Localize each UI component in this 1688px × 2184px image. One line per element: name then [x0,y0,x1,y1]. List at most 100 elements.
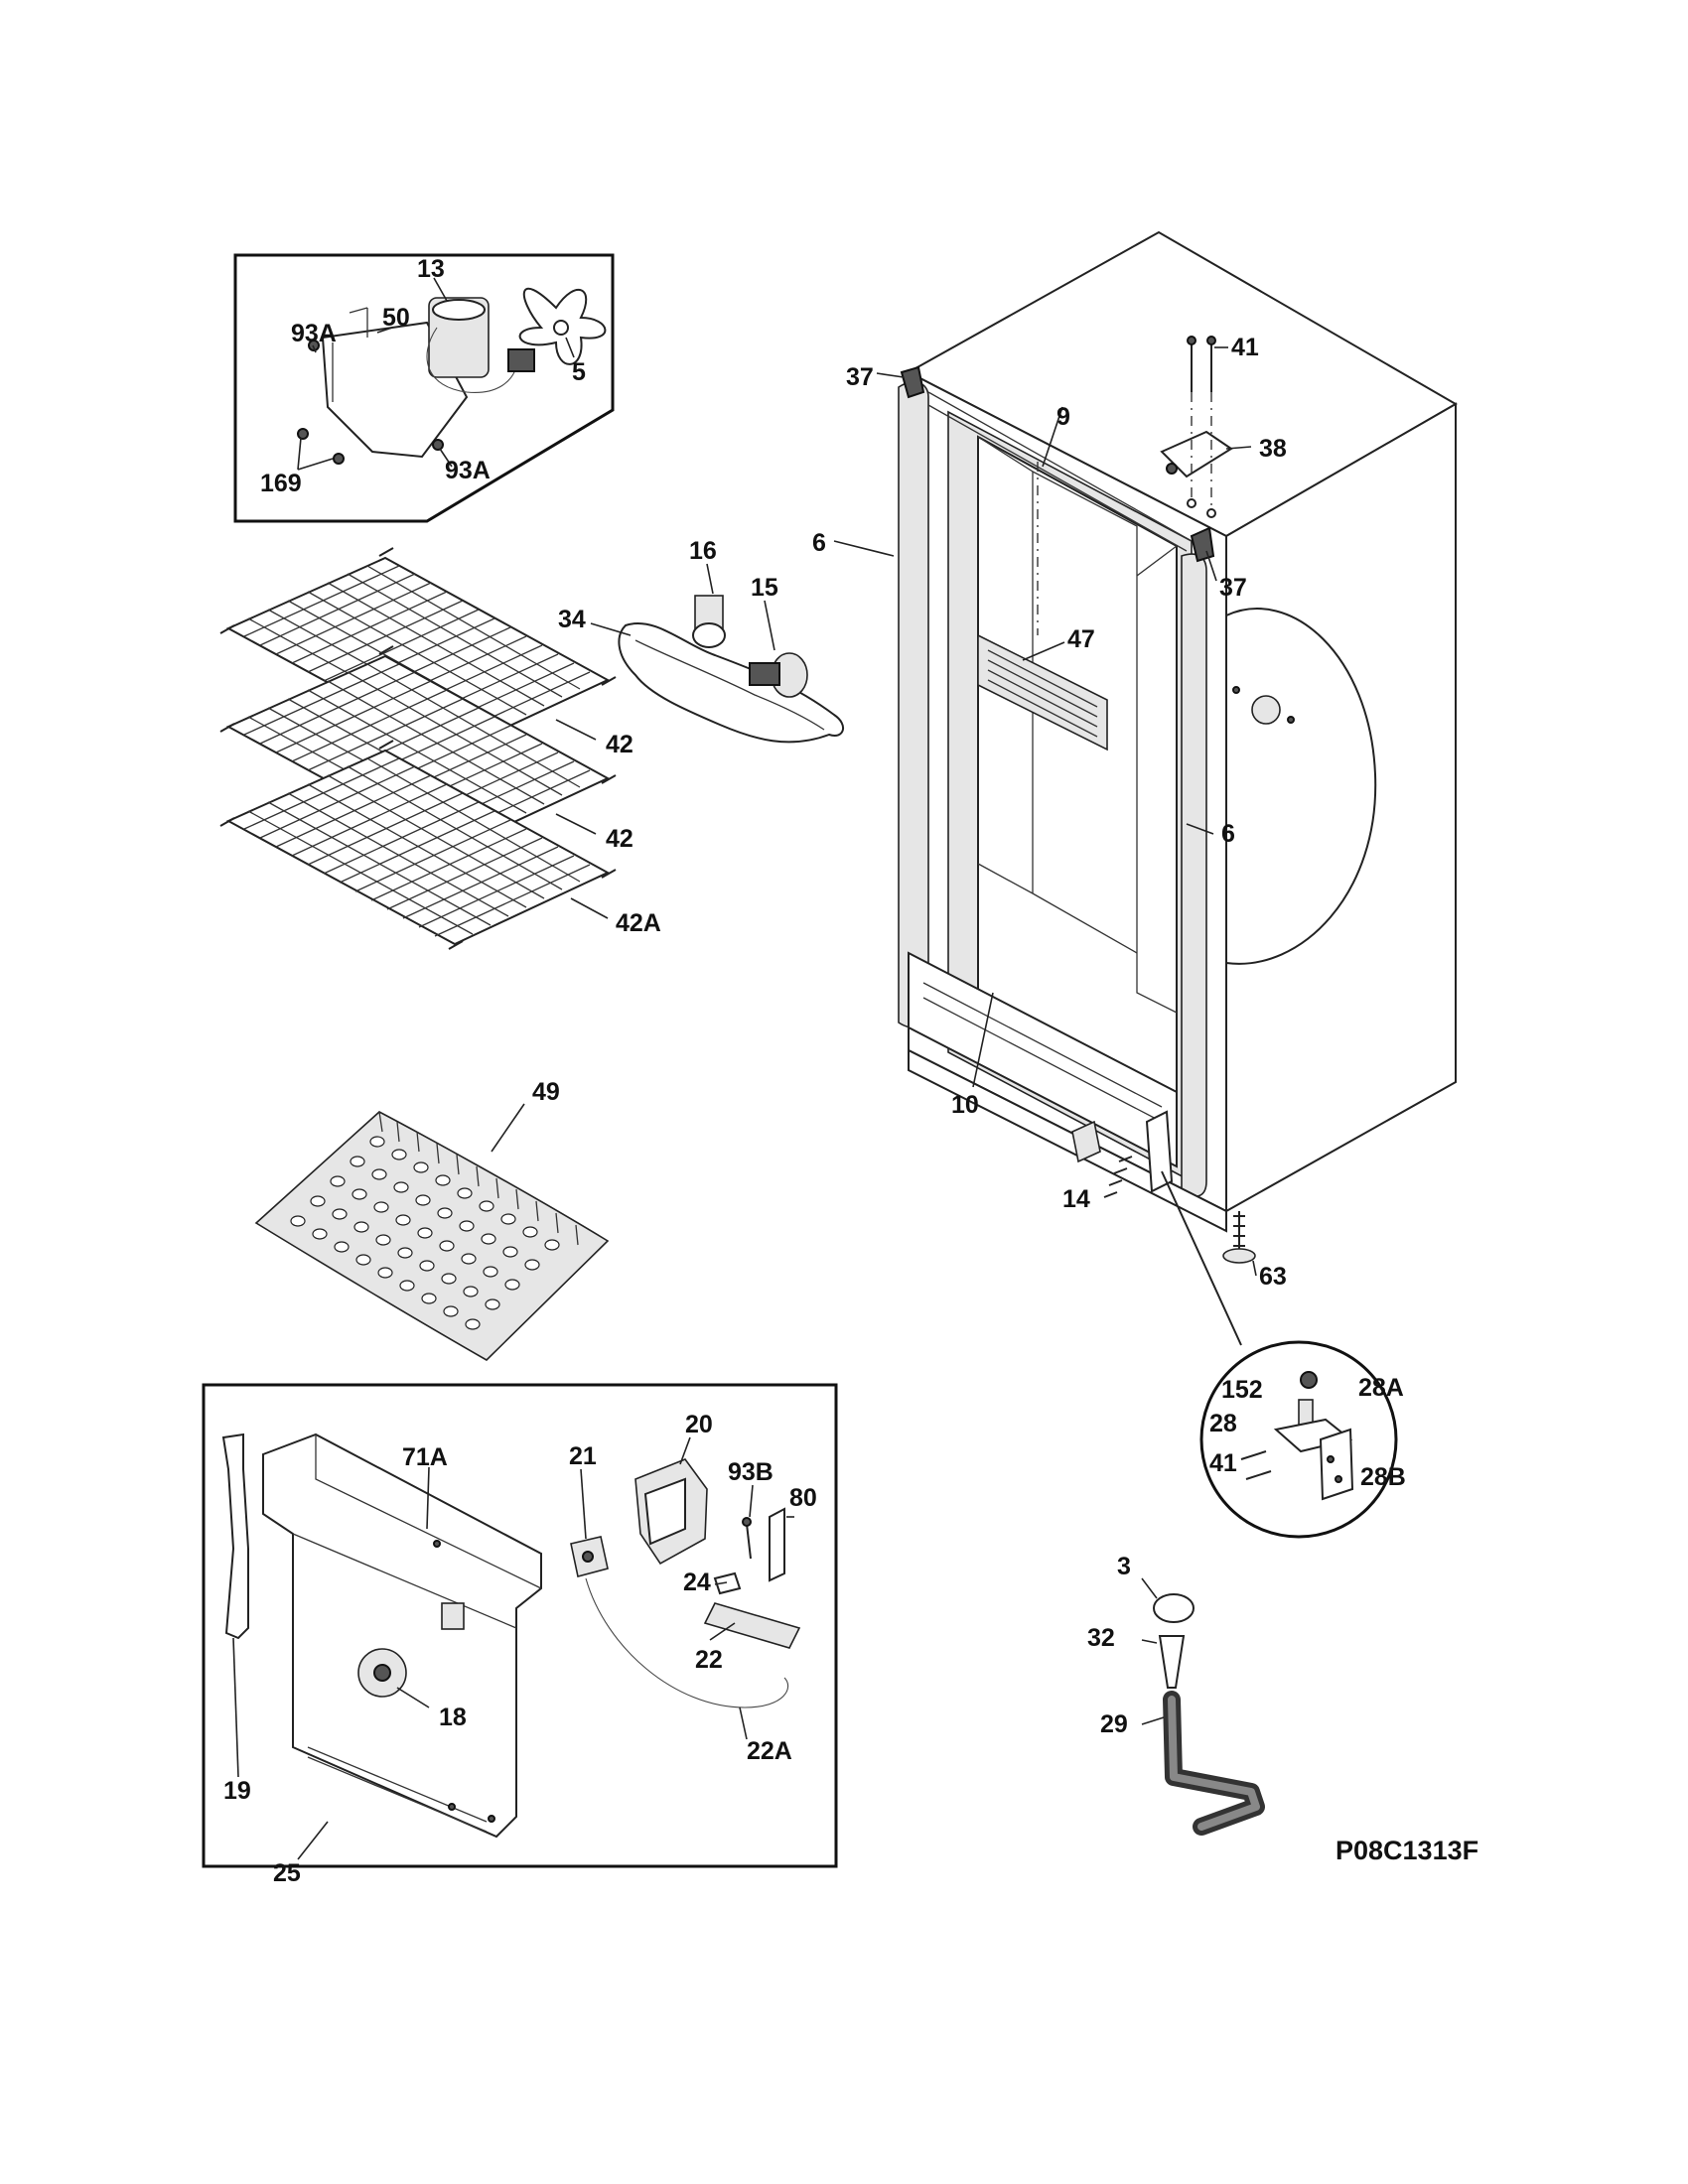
rear-panel-inset: 71A 20 21 93B 80 24 22 18 22A 19 25 [202,1383,838,1887]
callout-37-left: 37 [846,363,874,391]
leader-5 [565,337,575,358]
drawing-number: P08C1313F [1336,1836,1478,1865]
callout-50: 50 [382,304,410,332]
callout-18: 18 [439,1704,467,1731]
bottom-hinge [1145,1110,1174,1193]
callout-71a: 71A [402,1443,448,1471]
leveling-leg [1233,1211,1245,1251]
bulb-base [749,662,780,686]
callout-42a: 42A [616,909,661,937]
corner-cap-right [1190,526,1215,563]
leader-13 [433,277,448,302]
callout-152: 152 [1221,1376,1263,1404]
leader-49 [491,1103,525,1153]
basket-holes [290,1136,560,1330]
heater-wire [585,1577,789,1708]
screw-169-a [297,428,309,440]
callout-22: 22 [695,1646,723,1674]
leader-29 [1141,1716,1165,1725]
leader-169 [297,437,334,471]
detail-connector [1161,1170,1242,1346]
leader-6-left [833,540,895,557]
callout-13: 13 [417,255,445,283]
callout-49: 49 [532,1078,560,1106]
fan-motor-inset: 13 50 93A 5 169 93A [233,253,615,523]
leader-71a [426,1466,430,1530]
leader-93a-bottom [439,448,453,468]
leader-6-right [1186,823,1214,835]
leader-21 [580,1468,587,1540]
leader-47 [1022,641,1065,661]
evaporator-cover [262,1433,542,1839]
drain-assembly: 3 32 29 [1087,1553,1265,1836]
leader-63 [1252,1260,1257,1277]
cover-window [441,1602,465,1630]
leader-20 [679,1436,691,1465]
door-gasket-right [1181,553,1207,1197]
evaporator-grille [977,633,1108,751]
callout-63: 63 [1259,1263,1287,1291]
leader-34 [590,622,632,636]
callout-41: 41 [1231,334,1259,361]
callout-34: 34 [558,606,586,633]
corner-cap-left [900,365,925,399]
leader-50 [376,327,393,334]
callout-169: 169 [260,470,302,497]
callout-21: 21 [569,1442,597,1470]
leader-22 [709,1622,736,1641]
leader-15 [764,600,775,651]
hinge-detail: 152 28A 28 41 28B [1161,1170,1406,1539]
side-rail [221,1433,249,1640]
leader-37-right [1205,550,1217,582]
callout-93b: 93B [728,1458,774,1486]
leader-3 [1141,1577,1158,1599]
basket-body [254,1111,610,1361]
callout-47: 47 [1067,625,1095,653]
door-switch [1071,1120,1101,1163]
leader-93b [749,1484,754,1518]
heater-clip [713,1571,742,1595]
shelf-3 [219,740,617,950]
drain-funnel [1158,1635,1186,1689]
leader-9 [1042,406,1063,468]
callout-42-a: 42 [606,731,633,758]
shelf-2 [219,645,617,856]
light-shield [618,622,844,744]
callout-5: 5 [572,358,586,386]
callout-42-b: 42 [606,825,633,853]
hinge-screws [1240,1450,1272,1480]
callout-25: 25 [273,1859,301,1887]
rear-inset-frame [202,1383,838,1868]
callout-9: 9 [1056,403,1070,431]
callout-80: 80 [789,1484,817,1512]
leader-38 [1225,446,1252,450]
defrost-heater [703,1602,801,1649]
bracket-tab [332,307,368,402]
leader-32 [1141,1639,1158,1644]
callout-28b: 28B [1360,1463,1406,1491]
hinge-bushing [1300,1371,1318,1389]
leader-42a [570,897,609,919]
callout-38: 38 [1259,435,1287,463]
screw-93a-top [308,340,320,351]
callout-41-hinge: 41 [1209,1449,1237,1477]
callout-16: 16 [689,537,717,565]
bottom-basket: 49 [254,1078,610,1361]
screws-41-top [1191,342,1212,392]
callout-28a: 28A [1358,1374,1404,1402]
callout-19: 19 [223,1777,251,1805]
leader-25 [297,1821,329,1860]
callout-32: 32 [1087,1624,1115,1652]
screw-93a-bottom [432,439,444,451]
callout-20: 20 [685,1411,713,1438]
drain-plug [1153,1593,1195,1623]
motor-wires [426,327,517,393]
callout-15: 15 [751,574,778,602]
callout-22a: 22A [747,1737,792,1765]
leader-18 [396,1687,430,1708]
cover-channel [307,1746,488,1833]
leader-37-left [876,372,905,378]
fan-inset-frame [233,253,615,523]
